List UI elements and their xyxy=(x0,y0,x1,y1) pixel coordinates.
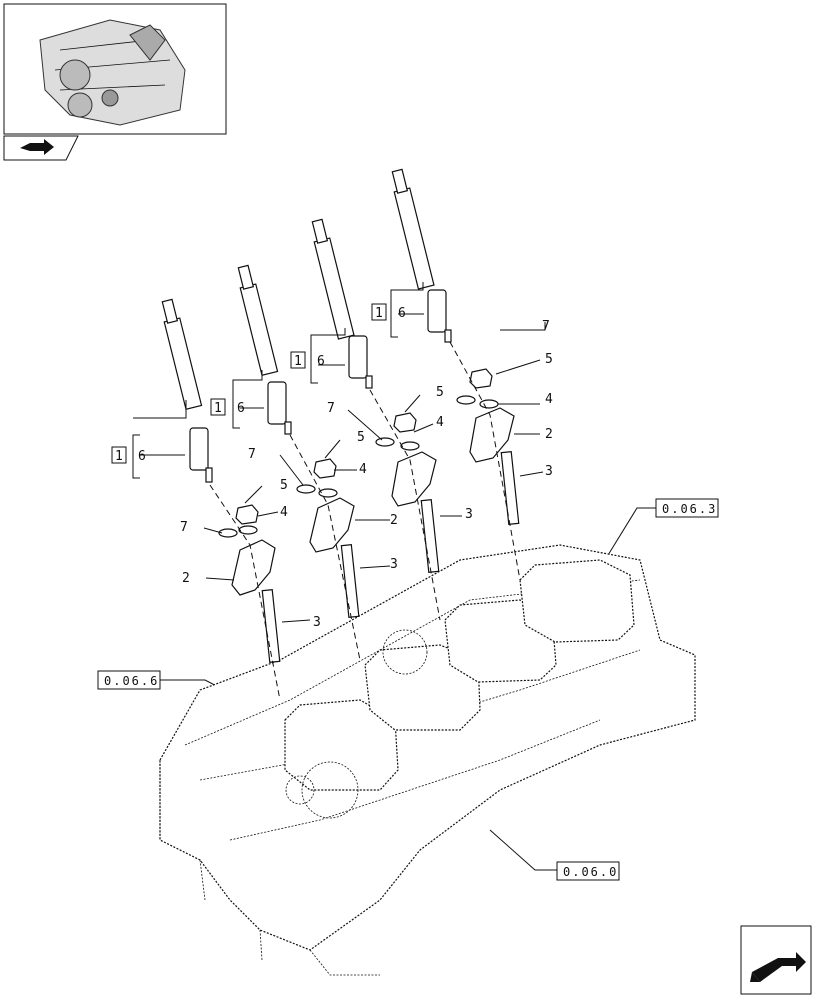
clamp-group-a: 7 4 5 2 3 xyxy=(180,478,321,663)
callout-4: 4 xyxy=(280,505,288,520)
injector-sleeve xyxy=(267,381,292,435)
svg-text:0.06.6: 0.06.6 xyxy=(104,674,159,688)
callout-2: 2 xyxy=(182,571,190,586)
callout-3: 3 xyxy=(313,615,321,630)
injector-sleeve xyxy=(348,335,373,389)
callout-5: 5 xyxy=(280,478,288,493)
callout-6: 6 xyxy=(398,306,406,321)
injector-sleeve xyxy=(189,427,213,483)
book-arrow-icon[interactable] xyxy=(3,135,79,161)
callout-4: 4 xyxy=(545,392,553,407)
callout-6: 6 xyxy=(138,449,146,464)
injector xyxy=(311,218,355,340)
callout-3: 3 xyxy=(545,464,553,479)
alignment-lines xyxy=(209,341,521,701)
callout-5: 5 xyxy=(436,385,444,400)
injector xyxy=(161,298,203,410)
injector-assembly-2: 1 6 xyxy=(210,264,292,435)
callout-7: 7 xyxy=(542,319,550,334)
callout-5: 5 xyxy=(545,352,553,367)
callout-1: 1 xyxy=(375,306,383,321)
clamp-group-b: 7 4 5 2 3 xyxy=(248,430,398,618)
cylinder-head xyxy=(159,544,696,976)
callout-2: 2 xyxy=(545,427,553,442)
engine-thumbnail-icon xyxy=(39,19,186,126)
callout-2: 2 xyxy=(390,513,398,528)
injector-assembly-3: 1 6 xyxy=(290,218,373,389)
callout-3: 3 xyxy=(390,557,398,572)
clamp-group-c: 7 4 5 3 xyxy=(327,385,473,573)
injector xyxy=(391,168,435,290)
svg-text:0.06.0: 0.06.0 xyxy=(563,865,618,879)
injector-assembly-4: 1 6 xyxy=(371,168,452,343)
callout-1: 1 xyxy=(115,449,123,464)
callout-7: 7 xyxy=(180,520,188,535)
callout-1: 1 xyxy=(294,354,302,369)
callout-3: 3 xyxy=(465,507,473,522)
reference-label-0-06-3[interactable]: 0.06.3 xyxy=(604,498,719,561)
callout-7: 7 xyxy=(248,447,256,462)
injector-assembly-1: 1 6 xyxy=(111,298,213,483)
callout-7: 7 xyxy=(327,401,335,416)
svg-text:0.06.3: 0.06.3 xyxy=(662,502,717,516)
callout-6: 6 xyxy=(317,354,325,369)
next-page-arrow-icon[interactable] xyxy=(740,925,812,995)
callout-4: 4 xyxy=(436,415,444,430)
injector xyxy=(237,264,279,376)
injector-sleeve xyxy=(427,289,452,343)
callout-5: 5 xyxy=(357,430,365,445)
callout-1: 1 xyxy=(214,401,222,416)
reference-label-0-06-0[interactable]: 0.06.0 xyxy=(489,829,620,881)
engine-thumbnail xyxy=(3,3,227,135)
callout-6: 6 xyxy=(237,401,245,416)
clamp-group-d: 7 4 5 2 3 xyxy=(456,319,553,525)
callout-4: 4 xyxy=(359,462,367,477)
